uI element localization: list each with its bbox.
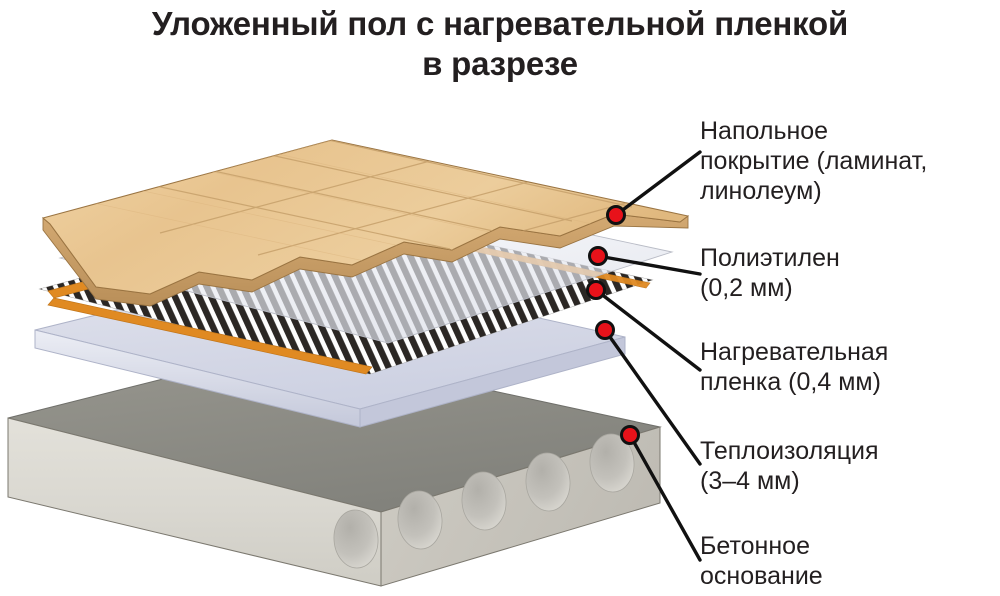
callout-label-floor-covering: Напольное покрытие (ламинат, линолеум) (700, 116, 927, 206)
callout-label-concrete-base: Бетонное основание (700, 531, 823, 591)
callout-label-polyethylene-line-1: Полиэтилен (700, 244, 840, 272)
callout-label-floor-line-2: покрытие (ламинат, (700, 147, 928, 175)
layer-concrete-base (7, 346, 662, 587)
concrete-void (333, 509, 379, 569)
floor-covering-top-face (41, 139, 690, 295)
callout-label-thermal-insulation: Теплоизоляция (3–4 мм) (700, 436, 879, 496)
callout-label-insulation-line-2: (3–4 мм) (700, 467, 800, 495)
leader-line-polyethylene (596, 254, 702, 276)
callout-label-insulation-line-1: Теплоизоляция (700, 437, 879, 465)
leader-line-base (628, 433, 702, 562)
callout-label-film-line-2: пленка (0,4 мм) (700, 368, 881, 396)
layer-floor-covering (41, 139, 690, 307)
callout-label-floor-line-3: линолеум) (700, 177, 822, 205)
leader-line-floor (614, 150, 702, 217)
callout-label-film-line-1: Нагревательная (700, 338, 889, 366)
callout-label-polyethylene-line-2: (0,2 мм) (700, 274, 793, 302)
callout-marker-floor[interactable] (606, 205, 626, 225)
page-title: Уложенный пол с нагревательной пленкой в… (0, 0, 1000, 84)
callout-marker-film[interactable] (586, 280, 606, 300)
callout-marker-insulation[interactable] (595, 320, 615, 340)
concrete-void (461, 471, 507, 531)
concrete-void-group (333, 433, 635, 569)
callout-marker-group (586, 205, 640, 445)
callout-label-base-line-1: Бетонное (700, 532, 810, 560)
leader-line-insulation (603, 328, 702, 466)
callout-marker-base[interactable] (620, 425, 640, 445)
concrete-void (589, 433, 635, 493)
callout-marker-polyethylene[interactable] (588, 246, 608, 266)
leader-line-group (594, 150, 702, 562)
callout-label-floor-line-1: Напольное (700, 117, 829, 145)
insulation-right-face (359, 336, 626, 428)
concrete-void (525, 452, 571, 512)
concrete-void (397, 490, 443, 550)
heating-film-busbar-right (47, 297, 373, 375)
title-line-1: Уложенный пол с нагревательной пленкой (151, 5, 849, 42)
callout-label-heating-film: Нагревательная пленка (0,4 мм) (700, 337, 888, 397)
leader-line-film (594, 288, 702, 372)
callout-label-polyethylene: Полиэтилен (0,2 мм) (700, 243, 840, 303)
callout-label-base-line-2: основание (700, 562, 823, 590)
title-line-2: в разрезе (422, 45, 578, 82)
